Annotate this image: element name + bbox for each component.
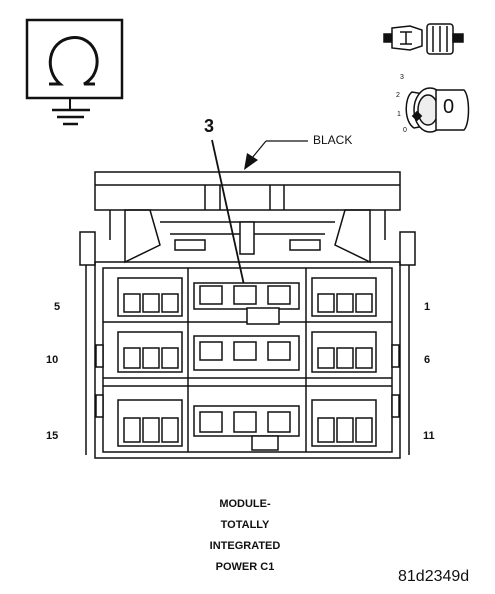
caption-line-4: POWER C1 <box>215 561 275 573</box>
ohm-ground-icon <box>25 18 124 126</box>
cavity-row-middle <box>117 331 377 373</box>
pin-label-11: 11 <box>423 430 435 442</box>
ignition-key-label: 0 <box>443 96 455 118</box>
pin-label-6: 6 <box>424 354 431 366</box>
pin-label-5: 5 <box>54 301 61 313</box>
black-leader-diagonal <box>251 140 267 159</box>
ignition-position-1: 1 <box>397 111 401 118</box>
pin-label-10: 10 <box>46 354 59 366</box>
ignition-key-icon <box>405 87 470 133</box>
caption-line-3: INTEGRATED <box>209 540 281 552</box>
black-arrowhead <box>244 153 258 170</box>
cavity-row-top <box>117 277 377 325</box>
pin-label-1: 1 <box>424 301 431 313</box>
callout-number: 3 <box>204 116 215 136</box>
ignition-position-3: 3 <box>400 74 404 81</box>
ignition-position-2: 2 <box>396 92 400 99</box>
figure-id: 81d2349d <box>398 568 470 585</box>
connector-color-label: BLACK <box>313 133 353 147</box>
callout-leader-line <box>211 139 247 295</box>
caption-line-2: TOTALLY <box>220 519 270 531</box>
cavity-row-bottom <box>117 399 377 451</box>
connector-body <box>79 171 416 459</box>
connector-icon <box>383 23 464 55</box>
connector-caption: MODULE- TOTALLY INTEGRATED POWER C1 <box>180 494 310 578</box>
caption-line-1: MODULE- <box>219 498 271 510</box>
pin-label-15: 15 <box>46 430 59 442</box>
ignition-position-0: 0 <box>403 127 407 134</box>
